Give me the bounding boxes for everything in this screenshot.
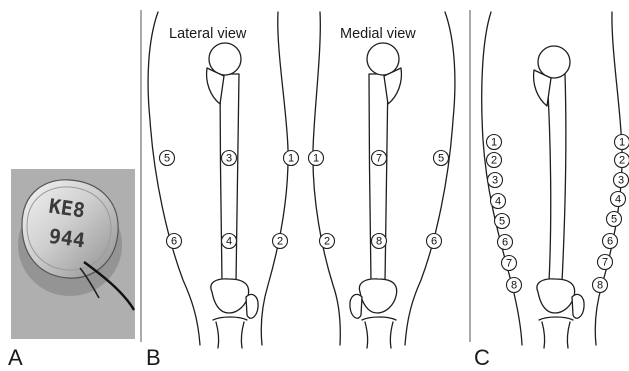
marker-number: 1 <box>313 153 319 165</box>
lateral-view-leg <box>148 12 288 348</box>
sensor-imprint-line2: 944 <box>47 224 86 253</box>
marker-number: 5 <box>164 153 170 165</box>
marker-number: 2 <box>491 155 497 167</box>
measurement-site-marker: 4 <box>611 192 626 207</box>
measurement-site-marker: 3 <box>488 173 503 188</box>
marker-number: 2 <box>619 155 625 167</box>
marker-number: 7 <box>376 153 382 165</box>
measurement-site-marker: 7 <box>502 256 517 271</box>
c-left-marker-group: 1 2 3 4 5 6 7 8 <box>487 135 522 293</box>
measurement-site-marker: 8 <box>593 278 608 293</box>
femoral-head <box>209 43 241 75</box>
panel-label-c: C <box>474 345 490 370</box>
marker-number: 5 <box>438 153 444 165</box>
measurement-site-marker: 2 <box>320 234 335 249</box>
femoral-condyles <box>537 279 575 313</box>
marker-number: 1 <box>491 137 497 149</box>
marker-number: 2 <box>277 236 283 248</box>
patella <box>350 294 362 318</box>
panel-label-b: B <box>146 345 161 370</box>
marker-number: 5 <box>499 216 505 228</box>
c-right-marker-group: 1 2 3 4 5 6 7 8 <box>593 135 629 293</box>
measurement-site-marker: 2 <box>487 153 502 168</box>
measurement-site-marker: 6 <box>167 234 182 249</box>
measurement-site-marker: 7 <box>372 151 387 166</box>
sensor-imprint-line1: KE8 <box>47 194 86 223</box>
panel-a: KE8 944 A <box>8 169 135 370</box>
femoral-head <box>538 46 570 78</box>
medial-thigh-outline-left <box>313 12 340 345</box>
marker-number: 6 <box>171 236 177 248</box>
measurement-site-marker: 1 <box>487 135 502 150</box>
marker-number: 5 <box>611 214 617 226</box>
measurement-site-marker: 1 <box>309 151 324 166</box>
measurement-site-marker: 8 <box>372 234 387 249</box>
marker-number: 6 <box>607 236 613 248</box>
marker-number: 6 <box>502 237 508 249</box>
lateral-thigh-outline-left <box>148 12 200 345</box>
panel-b: Lateral view Medial view 5 3 1 6 4 2 1 7 5 2 8 6 B <box>141 10 455 370</box>
tibia <box>539 317 573 348</box>
measurement-site-marker: 2 <box>615 153 629 168</box>
measurement-site-marker: 8 <box>507 278 522 293</box>
patella <box>246 294 258 318</box>
panel-label-a: A <box>8 345 23 370</box>
marker-number: 6 <box>431 236 437 248</box>
marker-number: 1 <box>288 153 294 165</box>
measurement-site-marker: 4 <box>222 234 237 249</box>
measurement-site-marker: 1 <box>284 151 299 166</box>
medial-femur <box>350 43 402 348</box>
medial-thigh-outline-right <box>405 12 455 345</box>
marker-number: 4 <box>495 196 501 208</box>
marker-number: 4 <box>615 194 621 206</box>
marker-number: 3 <box>618 175 624 187</box>
measurement-site-marker: 5 <box>495 214 510 229</box>
marker-number: 8 <box>511 280 517 292</box>
panel-c: 1 2 3 4 5 6 7 8 1 2 3 4 5 6 7 8 C <box>470 10 629 370</box>
lateral-thigh-outline-right <box>261 12 288 345</box>
femur-shaft <box>547 74 566 282</box>
tibia <box>213 317 247 348</box>
measurement-site-marker: 2 <box>273 234 288 249</box>
c-femur <box>534 46 585 348</box>
measurement-site-marker: 5 <box>434 151 449 166</box>
femoral-head <box>367 43 399 75</box>
marker-number: 7 <box>506 258 512 270</box>
measurement-site-marker: 7 <box>598 255 613 270</box>
measurement-site-marker: 3 <box>222 151 237 166</box>
marker-number: 7 <box>602 257 608 269</box>
femur-shaft <box>369 74 388 282</box>
measurement-site-marker: 6 <box>498 235 513 250</box>
measurement-site-marker: 6 <box>427 234 442 249</box>
femur-shaft <box>220 74 239 282</box>
measurement-site-marker: 4 <box>491 194 506 209</box>
femoral-condyles <box>211 279 249 313</box>
marker-number: 8 <box>376 236 382 248</box>
marker-number: 3 <box>226 153 232 165</box>
lateral-view-title: Lateral view <box>169 26 247 42</box>
femoral-condyles <box>359 279 396 313</box>
marker-number: 8 <box>597 280 603 292</box>
marker-number: 3 <box>492 175 498 187</box>
medial-view-title: Medial view <box>340 26 416 42</box>
measurement-site-marker: 6 <box>603 234 618 249</box>
marker-number: 1 <box>619 137 625 149</box>
patella <box>572 294 584 318</box>
lateral-femur <box>207 43 259 348</box>
measurement-site-marker: 5 <box>160 151 175 166</box>
marker-number: 4 <box>226 236 232 248</box>
measurement-site-marker: 1 <box>615 135 629 150</box>
marker-number: 2 <box>324 236 330 248</box>
tibia <box>362 317 396 348</box>
measurement-site-marker: 5 <box>607 212 622 227</box>
measurement-site-marker: 3 <box>614 173 629 188</box>
medial-view-leg <box>313 12 455 348</box>
